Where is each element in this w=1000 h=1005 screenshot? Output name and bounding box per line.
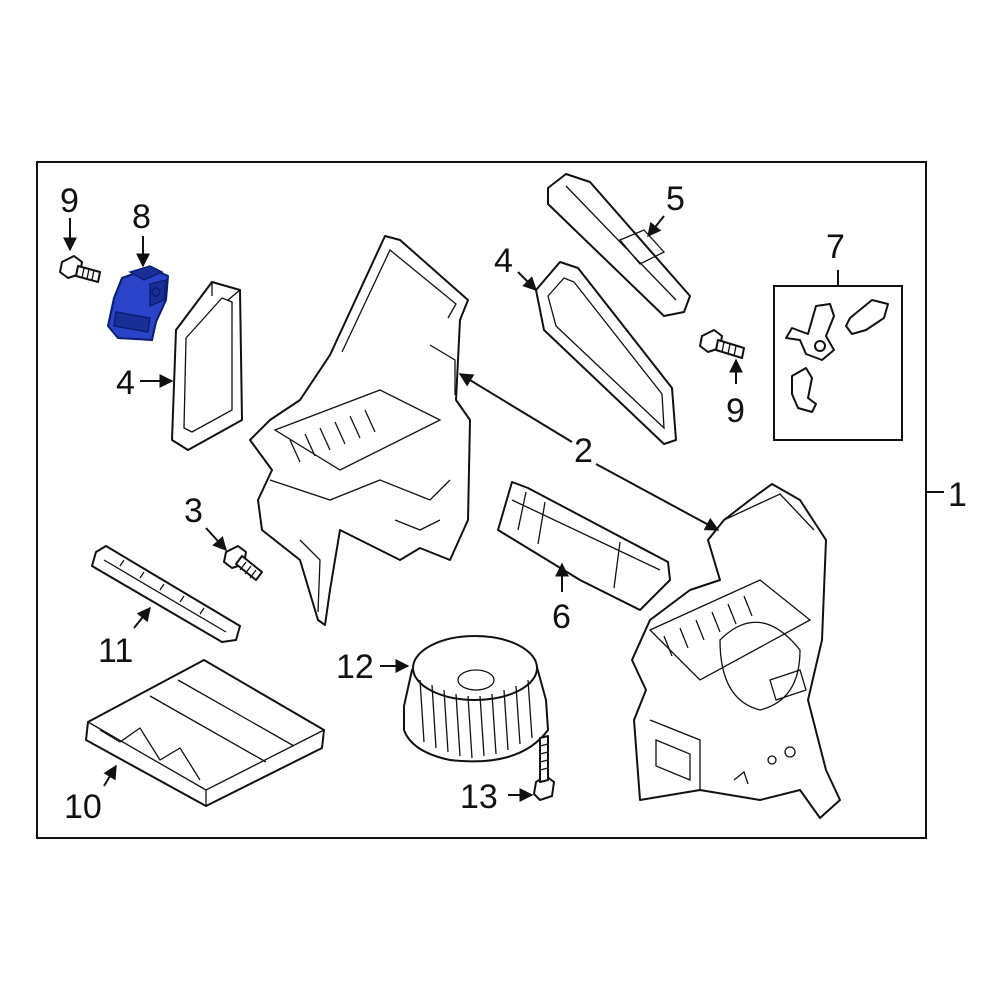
part-11-filter-strip[interactable] bbox=[91, 545, 241, 643]
leader-2a bbox=[458, 373, 573, 443]
leader-11 bbox=[133, 606, 151, 629]
leader-2b bbox=[595, 463, 720, 531]
part-9-bolt-right[interactable] bbox=[699, 329, 745, 359]
part-7-linkage-kit[interactable] bbox=[773, 270, 903, 441]
callout-5: 5 bbox=[666, 180, 685, 218]
callout-10: 10 bbox=[64, 788, 102, 826]
callout-12: 12 bbox=[336, 648, 374, 686]
part-3-screw[interactable] bbox=[223, 545, 263, 581]
callout-11: 11 bbox=[98, 632, 133, 670]
part-2-housing-upper[interactable] bbox=[249, 235, 471, 626]
leader-10 bbox=[103, 764, 117, 787]
callout-4-right: 4 bbox=[494, 242, 513, 280]
part-5-duct[interactable] bbox=[547, 173, 691, 317]
part-4-door-right[interactable] bbox=[535, 261, 677, 445]
callout-7: 7 bbox=[826, 228, 845, 266]
part-10-cabin-filter[interactable] bbox=[85, 659, 325, 807]
callout-9-right: 9 bbox=[726, 392, 745, 430]
callout-13: 13 bbox=[460, 778, 498, 816]
callout-8: 8 bbox=[132, 198, 151, 236]
part-6-lower-duct[interactable] bbox=[497, 481, 671, 611]
part-13-bolt[interactable] bbox=[533, 735, 555, 801]
leader-4b bbox=[517, 271, 537, 291]
callout-1: 1 bbox=[948, 476, 967, 514]
part-8-actuator[interactable] bbox=[107, 265, 169, 341]
leader-3 bbox=[205, 527, 227, 552]
part-2-housing-lower[interactable] bbox=[631, 483, 841, 819]
callout-2: 2 bbox=[574, 432, 593, 470]
part-4-door-left[interactable] bbox=[171, 281, 243, 451]
part-9-bolt-left[interactable] bbox=[59, 255, 101, 283]
callout-6: 6 bbox=[552, 598, 571, 636]
part-12-blower-wheel[interactable] bbox=[403, 635, 549, 763]
callout-9-left: 9 bbox=[60, 182, 79, 220]
callout-3: 3 bbox=[184, 492, 203, 530]
leader-5 bbox=[647, 215, 665, 238]
callout-4-left: 4 bbox=[116, 364, 135, 402]
diagram-frame bbox=[36, 161, 927, 839]
